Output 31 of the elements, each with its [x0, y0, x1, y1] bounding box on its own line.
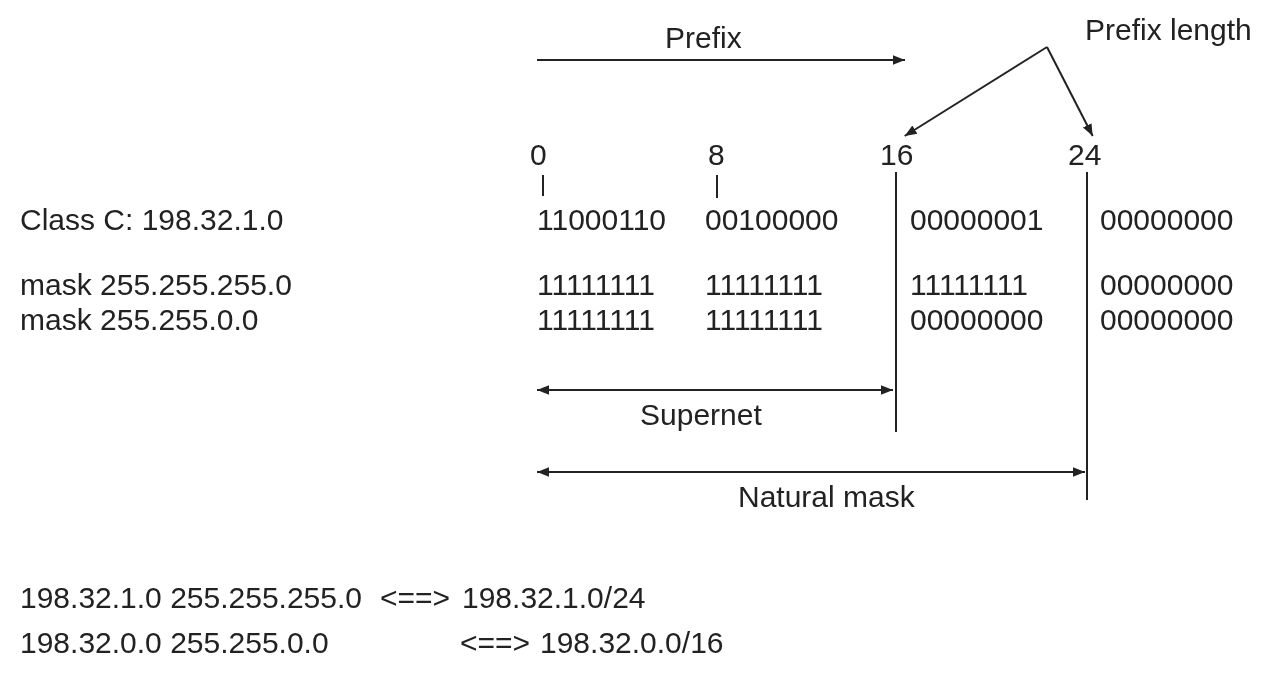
dimension-label: Natural mask	[738, 482, 915, 512]
binary-octet: 00100000	[705, 205, 839, 235]
dimension-label: Supernet	[640, 400, 762, 430]
notation-text: 198.32.0.0/16	[540, 628, 724, 658]
bit-position-number: 16	[880, 140, 914, 170]
equivalence-sign: <==>	[380, 583, 451, 613]
binary-octet: 00000000	[1100, 305, 1234, 335]
binary-octet: 11111111	[537, 270, 655, 300]
binary-octet: 11111111	[705, 305, 823, 335]
notation-text: 198.32.0.0 255.255.0.0	[20, 628, 329, 658]
bit-position-number: 8	[708, 140, 725, 170]
bit-position-number: 0	[530, 140, 547, 170]
leader-arrow	[1046, 46, 1094, 137]
binary-octet: 00000000	[1100, 270, 1234, 300]
equivalence-sign: <==>	[460, 628, 531, 658]
notation-text: 198.32.1.0 255.255.255.0	[20, 583, 362, 613]
notation-text: 198.32.1.0/24	[462, 583, 646, 613]
mask-label: mask 255.255.255.0	[20, 270, 292, 300]
binary-octet: 00000001	[910, 205, 1044, 235]
prefix-label: Prefix	[665, 23, 742, 53]
binary-octet: 11111111	[537, 305, 655, 335]
mask-label: mask 255.255.0.0	[20, 305, 259, 335]
binary-octet: 11111111	[705, 270, 823, 300]
address-label: Class C: 198.32.1.0	[20, 205, 284, 235]
binary-octet: 00000000	[910, 305, 1044, 335]
binary-octet: 11111111	[910, 270, 1028, 300]
leader-text: Prefix length	[1085, 15, 1252, 45]
binary-octet: 11000110	[537, 205, 667, 235]
leader-arrow	[903, 46, 1048, 137]
bit-position-number: 24	[1068, 140, 1102, 170]
binary-octet: 00000000	[1100, 205, 1234, 235]
